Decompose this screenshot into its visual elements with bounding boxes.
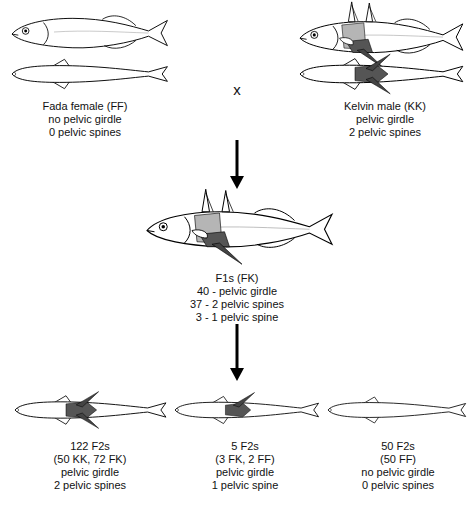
caption-text: no pelvic girdle — [0, 113, 175, 126]
kelvin-side-fish — [300, 19, 463, 53]
caption-text: 122 F2s — [0, 440, 180, 453]
fada-ventral-fish — [12, 59, 167, 88]
caption-text: 3 - 1 pelvic spine — [147, 311, 327, 324]
cross-arrow-head — [230, 176, 244, 189]
f1-arrow-shaft — [236, 324, 239, 370]
fada-side-fish — [12, 16, 167, 48]
f2-pelvis-one-spine — [225, 393, 254, 417]
caption-text: no pelvic girdle — [308, 466, 474, 479]
caption-text: (3 FK, 2 FF) — [155, 453, 335, 466]
caption-text: 50 F2s — [308, 440, 474, 453]
cross-symbol: x — [147, 82, 327, 98]
caption-text: 5 F2s — [155, 440, 335, 453]
caption-text: F1s (FK) — [147, 272, 327, 285]
caption-text: pelvic girdle — [295, 113, 474, 126]
f1-pelvic-armor — [192, 189, 242, 264]
f2-ventral-fish — [328, 397, 466, 423]
f1-arrow-head — [230, 368, 244, 381]
cross-arrow-shaft — [236, 140, 239, 178]
kelvin-pelvic-armor — [340, 2, 384, 68]
f2-pelvis-two-spines — [66, 392, 99, 429]
caption-text: Fada female (FF) — [0, 100, 175, 113]
caption-text: (50 FF) — [308, 453, 474, 466]
caption-text: (50 KK, 72 FK) — [0, 453, 180, 466]
caption-text: 40 - pelvic girdle — [147, 285, 327, 298]
f1-side-fish — [147, 209, 332, 248]
caption-text: 2 pelvic spines — [295, 126, 474, 139]
caption-text: Kelvin male (KK) — [295, 100, 474, 113]
caption-text: pelvic girdle — [0, 466, 180, 479]
caption-text: pelvic girdle — [155, 466, 335, 479]
kelvin-ventral-pelvis — [355, 54, 390, 94]
caption-text: 1 pelvic spine — [155, 479, 335, 492]
caption-text: 0 pelvic spines — [0, 126, 175, 139]
caption-text: 0 pelvic spines — [308, 479, 474, 492]
caption-text: 37 - 2 pelvic spines — [147, 298, 327, 311]
caption-text: 2 pelvic spines — [0, 479, 180, 492]
